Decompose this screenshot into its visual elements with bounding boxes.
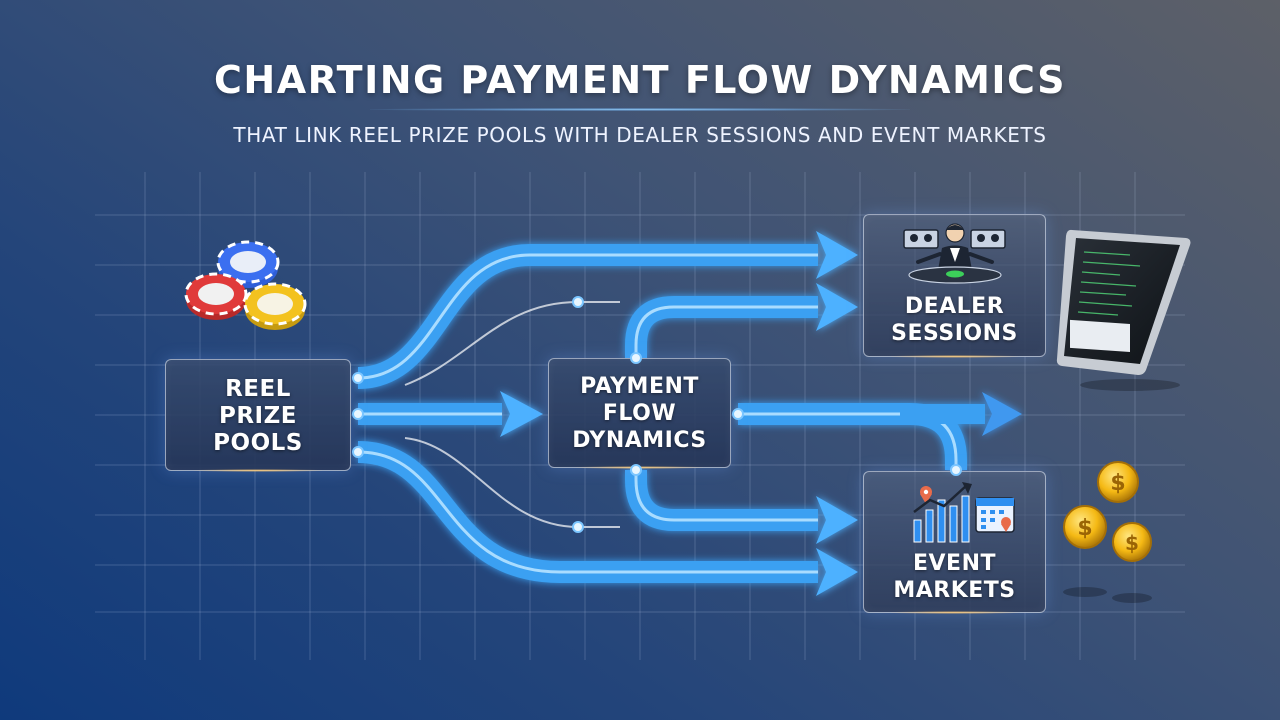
flow-payment-to-dealer (625, 283, 858, 358)
node-glow (891, 355, 1018, 358)
node-label-line: EVENT (912, 551, 996, 576)
node-glow (193, 469, 323, 472)
node-label-line: REEL (225, 376, 291, 402)
gold-coins-icon: $ $ $ (1063, 461, 1152, 603)
node-label-line: FLOW (602, 401, 677, 426)
poker-chips-icon (184, 240, 307, 330)
svg-text:$: $ (1077, 516, 1092, 541)
title-underline (370, 108, 910, 111)
page-title: CHARTING PAYMENT FLOW DYNAMICS (214, 58, 1066, 102)
node-label-line: PAYMENT (580, 374, 699, 399)
svg-text:$: $ (1110, 471, 1125, 496)
light-streak-lower (404, 437, 620, 528)
flow-payment-to-events (625, 470, 858, 544)
node-glow (891, 611, 1018, 614)
flow-payment-outbound (900, 392, 1022, 436)
node-label-line: POOLS (213, 430, 303, 456)
flow-reel-to-events (357, 441, 858, 596)
page-subtitle: THAT LINK REEL PRIZE POOLS WITH DEALER S… (233, 123, 1047, 147)
tablet-icon (1056, 229, 1191, 391)
node-label-line: SESSIONS (891, 321, 1018, 346)
svg-text:$: $ (1125, 531, 1139, 555)
node-payment-flow-dynamics: PAYMENT FLOW DYNAMICS (548, 358, 731, 469)
node-glow (576, 466, 703, 469)
flow-reel-to-payment (358, 391, 543, 437)
node-label-line: DEALER (904, 294, 1005, 319)
node-label-line: MARKETS (893, 578, 1016, 603)
flow-arrows (357, 231, 1022, 596)
node-event-markets: EVENT MARKETS (863, 471, 1046, 614)
flow-reel-to-dealer (357, 231, 858, 389)
light-streak-upper (404, 301, 620, 386)
node-dealer-sessions: DEALER SESSIONS (863, 214, 1046, 358)
node-label-line: PRIZE (218, 403, 297, 429)
node-reel-prize-pools: REEL PRIZE POOLS (165, 359, 351, 472)
node-label-line: DYNAMICS (572, 428, 707, 453)
